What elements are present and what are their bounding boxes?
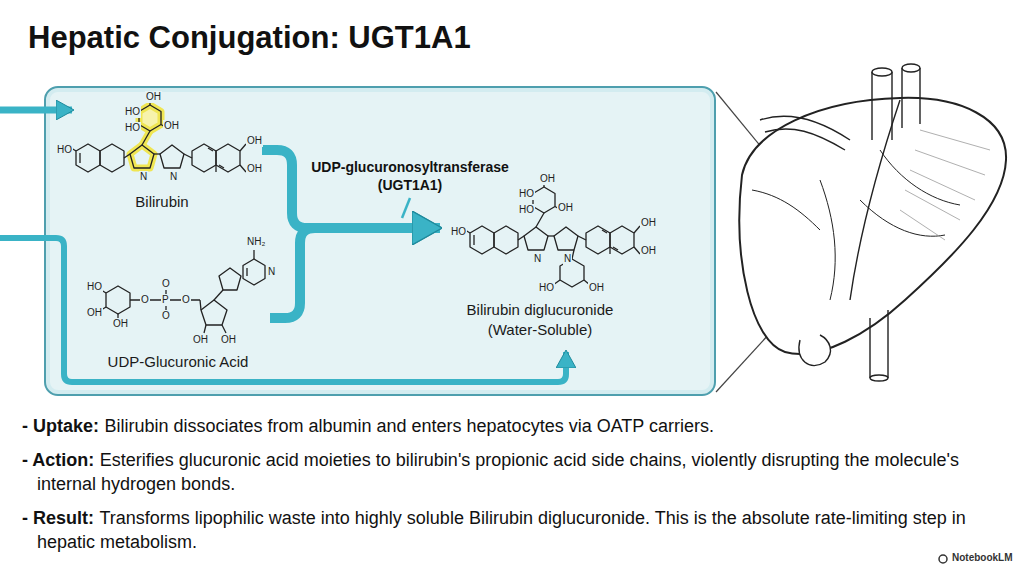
atom-label: OH — [145, 91, 162, 103]
atom-label: OH — [163, 120, 180, 132]
bullet-item: - Uptake:Bilirubin dissociates from albu… — [22, 414, 997, 438]
bullet-item: - Action:Esterifies glucuronic acid moie… — [22, 448, 997, 496]
bullet-heading: - Uptake: — [22, 416, 99, 436]
molecule-node: UDP-Glucuronic Acid — [86, 255, 270, 376]
atom-label: N — [563, 253, 572, 265]
atom-label: OH — [112, 318, 129, 330]
molecule-label: Bilirubin diglucuronide (Water-Soluble) — [440, 300, 640, 340]
title: Hepatic Conjugation: UGT1A1 — [28, 20, 471, 56]
bullet-text: Esterifies glucuronic acid moieties to b… — [37, 450, 959, 494]
atom-label: NH₂ — [246, 236, 266, 248]
watermark: NotebookLM — [952, 552, 1013, 563]
atom-label: OH — [86, 307, 103, 319]
bullet-item: - Result:Transforms lipophilic waste int… — [22, 506, 997, 554]
bullet-heading: - Action: — [22, 450, 94, 470]
atom-label: N — [139, 171, 148, 183]
atom-label: O — [161, 310, 171, 322]
bullet-text: Transforms lipophilic waste into highly … — [37, 508, 966, 552]
atom-label: OH — [192, 334, 209, 346]
atom-label: HO — [124, 106, 141, 118]
atom-label: P — [161, 294, 170, 306]
molecule-node: Bilirubin — [62, 92, 262, 216]
atom-label: OH — [246, 163, 263, 175]
udp-structure — [98, 250, 265, 333]
diglucuronide-structure — [462, 179, 640, 254]
atom-label: N — [533, 253, 542, 265]
feed-arrow — [0, 107, 72, 114]
atom-label: O — [161, 278, 171, 290]
atom-label: HO — [538, 282, 555, 294]
atom-label: O — [140, 294, 150, 306]
molecule-label: Bilirubin — [62, 192, 262, 212]
atom-label: OH — [220, 334, 237, 346]
atom-label: HO — [518, 204, 535, 216]
enzyme-label: UDP-glucuronosyltransferase (UGT1A1) — [303, 158, 517, 194]
atom-label: OH — [588, 282, 605, 294]
liver-illustration — [739, 64, 1006, 381]
molecule-label: UDP-Glucuronic Acid — [86, 352, 270, 372]
atom-label: OH — [557, 202, 574, 214]
atom-label: OH — [640, 245, 657, 257]
atom-label: HO — [86, 281, 103, 293]
bullet-list: - Uptake:Bilirubin dissociates from albu… — [22, 414, 997, 564]
atom-label: OH — [539, 173, 556, 185]
reaction-panel — [44, 86, 716, 396]
bullet-text: Bilirubin dissociates from albumin and e… — [104, 416, 714, 436]
reaction-arrow — [270, 228, 440, 318]
atom-label: N — [267, 266, 276, 278]
atom-label: HO — [450, 226, 467, 238]
atom-label: O — [181, 294, 191, 306]
atom-label: OH — [246, 135, 263, 147]
leader-line — [402, 198, 410, 218]
molecule-node: Bilirubin diglucuronide (Water-Soluble) — [440, 185, 640, 345]
atom-label: HO — [124, 122, 141, 134]
atom-label: HO — [518, 188, 535, 200]
atom-label: OH — [640, 217, 657, 229]
atom-label: N — [169, 171, 178, 183]
glucuronide-ring — [553, 250, 590, 287]
bullet-heading: - Result: — [22, 508, 94, 528]
watermark-icon — [939, 555, 947, 563]
atom-label: HO — [56, 144, 73, 156]
bilirubin-structure — [68, 97, 246, 172]
